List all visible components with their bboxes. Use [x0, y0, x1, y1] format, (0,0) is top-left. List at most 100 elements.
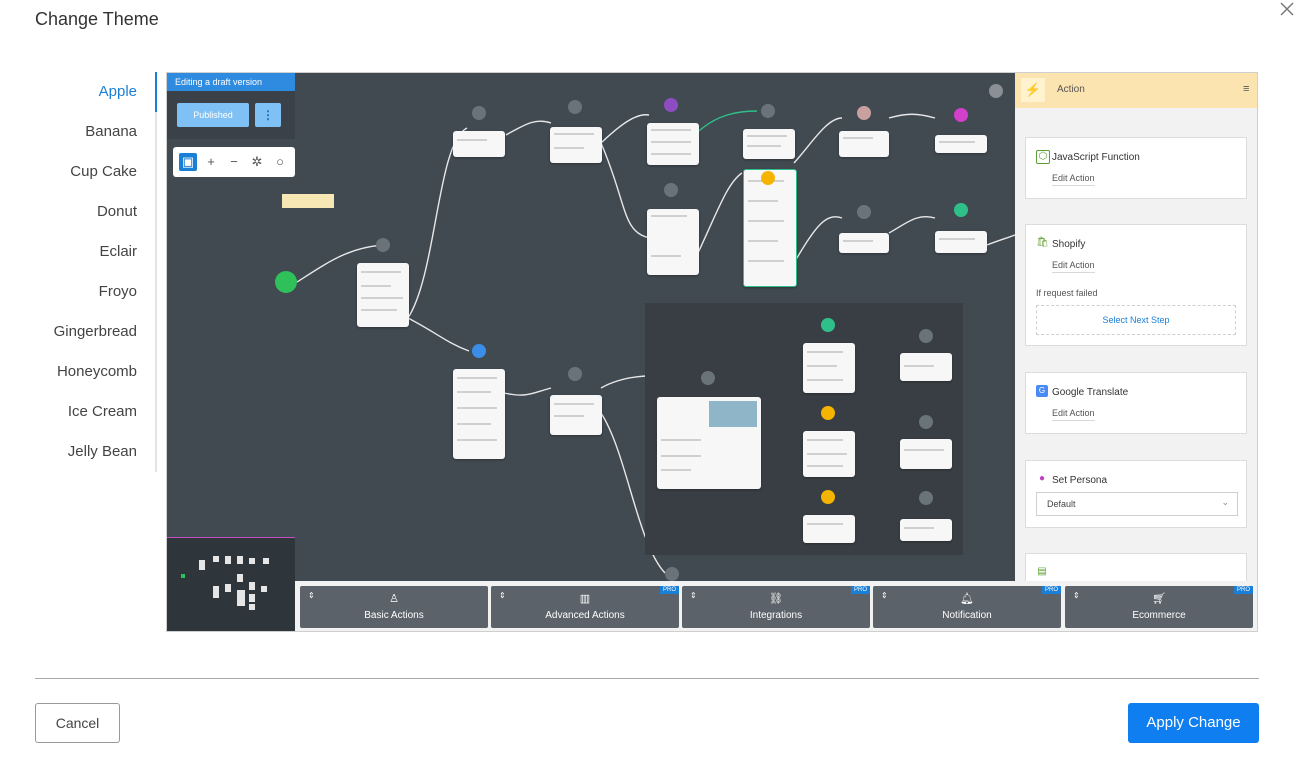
zoom-in-icon[interactable]: +: [207, 154, 215, 169]
chevron-down-icon: ⌄: [1221, 497, 1229, 507]
sticky-note[interactable]: [282, 194, 334, 208]
action-side-panel: ⚡ Action ≡ ⬡ JavaScript Function Edit Ac…: [1015, 73, 1257, 593]
card-title: Set Persona: [1052, 475, 1108, 486]
flow-node[interactable]: [900, 353, 952, 381]
persona-select-value: Default: [1047, 499, 1076, 509]
ecommerce-button[interactable]: ⇕ 🛒︎ Ecommerce PRO: [1065, 586, 1253, 628]
scroll-up-icon[interactable]: [989, 84, 1003, 98]
theme-item-froyo[interactable]: Froyo: [98, 283, 137, 300]
lightning-icon: ⚡: [1021, 78, 1045, 102]
theme-preview: Editing a draft version Published ⋮ ▣ + …: [166, 72, 1258, 632]
theme-item-honeycomb[interactable]: Honeycomb: [56, 363, 137, 380]
footer-divider: [35, 678, 1259, 679]
minimap-graphic: [181, 556, 269, 610]
flow-node[interactable]: [550, 127, 602, 163]
flow-node[interactable]: [935, 135, 987, 153]
hamburger-menu-icon[interactable]: ≡: [1243, 83, 1250, 95]
flow-node[interactable]: [839, 131, 889, 157]
card-google-translate: G Google Translate Edit Action: [1025, 372, 1247, 434]
published-button[interactable]: Published: [177, 103, 249, 127]
plugin-node-icon: [954, 108, 968, 122]
flow-node[interactable]: [743, 129, 795, 159]
bell-icon: 🔔︎: [960, 593, 974, 605]
flow-node[interactable]: [803, 343, 855, 393]
close-icon[interactable]: [1278, 0, 1296, 18]
edit-action-link[interactable]: Edit Action: [1052, 408, 1095, 421]
theme-item-banana[interactable]: Banana: [85, 123, 137, 140]
minimap[interactable]: [167, 537, 295, 631]
button-label: Integrations: [749, 610, 803, 621]
message-node-icon: [857, 205, 871, 219]
drag-handle-icon: ⇕: [1073, 591, 1080, 600]
pro-badge: PRO: [659, 586, 679, 594]
flow-node[interactable]: [900, 439, 952, 469]
flow-node[interactable]: [900, 519, 952, 541]
email-node-icon: [857, 106, 871, 120]
message-node-icon: [919, 491, 933, 505]
theme-item-cup-cake[interactable]: Cup Cake: [70, 163, 137, 180]
zoom-out-icon[interactable]: −: [230, 154, 238, 169]
condition-node-icon: [472, 344, 486, 358]
flow-node[interactable]: [647, 123, 699, 165]
theme-selected-indicator: [155, 72, 157, 112]
notification-button[interactable]: ⇕ 🔔︎ Notification PRO: [873, 586, 1061, 628]
flow-node[interactable]: [453, 369, 505, 459]
message-node-icon: [472, 106, 486, 120]
drag-handle-icon: ⇕: [499, 591, 506, 600]
theme-item-apple[interactable]: Apple: [98, 83, 137, 100]
flow-node[interactable]: [453, 131, 505, 157]
theme-item-ice-cream[interactable]: Ice Cream: [67, 403, 137, 420]
button-label: Basic Actions: [364, 610, 424, 621]
theme-item-eclair[interactable]: Eclair: [99, 243, 137, 260]
cart-icon: 🛒︎: [1152, 593, 1166, 605]
field-icon: ▤: [1037, 566, 1047, 577]
card-set-persona: ● Set Persona Default ⌄: [1025, 460, 1247, 528]
link-icon: ⛓: [769, 593, 783, 605]
request-failed-label: If request failed: [1036, 288, 1098, 298]
draft-toolbar: Editing a draft version Published ⋮: [167, 73, 295, 139]
persona-select[interactable]: Default ⌄: [1036, 492, 1238, 516]
select-next-step-button[interactable]: Select Next Step: [1036, 305, 1236, 335]
google-translate-icon: G: [1036, 385, 1048, 397]
shopify-icon: 🛍: [1036, 237, 1049, 248]
pro-badge: PRO: [1041, 586, 1061, 594]
theme-item-jelly-bean[interactable]: Jelly Bean: [67, 443, 137, 460]
persona-icon: ●: [1038, 473, 1046, 484]
flow-node[interactable]: [550, 395, 602, 435]
add-folder-icon[interactable]: ▣: [179, 153, 197, 171]
edit-action-link[interactable]: Edit Action: [1052, 173, 1095, 186]
more-options-button[interactable]: ⋮: [255, 103, 281, 127]
basic-actions-button[interactable]: ⇕ ♙ Basic Actions: [300, 586, 488, 628]
card-title: Google Translate: [1052, 387, 1129, 398]
flow-node[interactable]: [803, 431, 855, 477]
cancel-button[interactable]: Cancel: [35, 703, 120, 743]
drag-handle-icon: ⇕: [308, 591, 315, 600]
apply-change-button[interactable]: Apply Change: [1128, 703, 1259, 743]
message-node-icon: [665, 567, 679, 581]
shuffle-node-icon: [664, 98, 678, 112]
theme-item-donut[interactable]: Donut: [96, 203, 137, 220]
pro-badge: PRO: [850, 586, 870, 594]
search-icon[interactable]: ○: [276, 154, 284, 169]
dialog-title: Change Theme: [35, 9, 159, 29]
theme-item-gingerbread[interactable]: Gingerbread: [53, 323, 137, 340]
briefcase-icon: ▥: [579, 593, 591, 605]
button-label: Advanced Actions: [545, 610, 625, 621]
flow-node[interactable]: [743, 169, 797, 287]
flow-node[interactable]: [647, 209, 699, 275]
flow-node[interactable]: [657, 397, 761, 489]
drag-handle-icon: ⇕: [690, 591, 697, 600]
start-node[interactable]: [275, 271, 297, 293]
pro-badge: PRO: [1233, 586, 1253, 594]
flow-node[interactable]: [839, 233, 889, 253]
message-node-icon: [664, 183, 678, 197]
flow-node[interactable]: [803, 515, 855, 543]
message-node-icon: [761, 104, 775, 118]
edit-action-link[interactable]: Edit Action: [1052, 260, 1095, 273]
flow-node[interactable]: [935, 231, 987, 253]
draft-label: Editing a draft version: [167, 73, 295, 91]
fit-icon[interactable]: ✲: [251, 154, 263, 169]
flow-node[interactable]: [357, 263, 409, 327]
integrations-button[interactable]: ⇕ ⛓ Integrations PRO: [682, 586, 870, 628]
advanced-actions-button[interactable]: ⇕ ▥ Advanced Actions PRO: [491, 586, 679, 628]
